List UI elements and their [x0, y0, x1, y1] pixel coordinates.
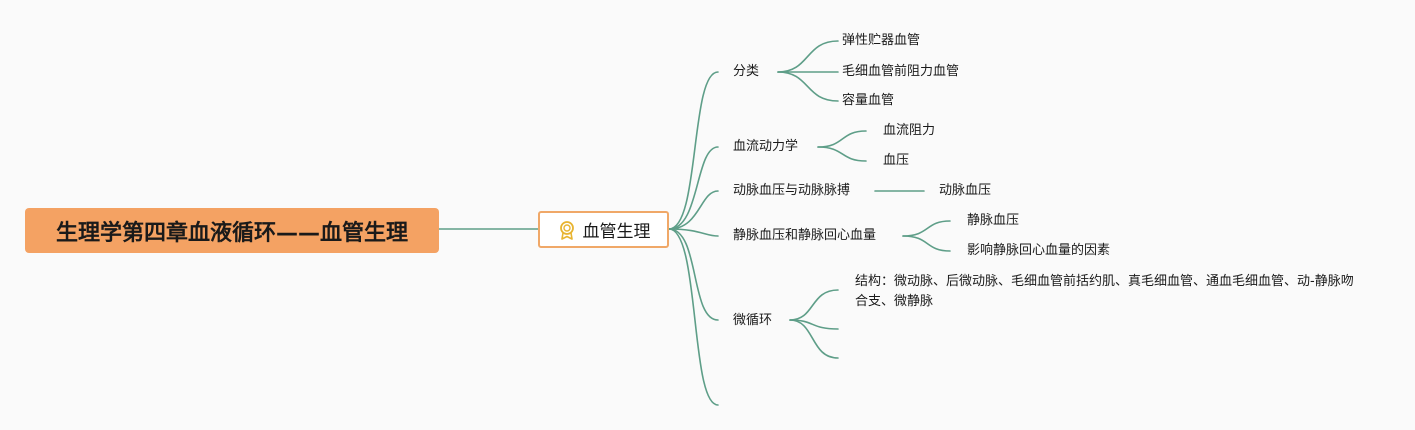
leaf-venous-return-factors[interactable]: 影响静脉回心血量的因素 [967, 243, 1111, 258]
branch-classification[interactable]: 分类 [733, 64, 760, 79]
leaf-blood-pressure[interactable]: 血压 [883, 153, 910, 168]
leaf-precapillary-resistance-vessel[interactable]: 毛细血管前阻力血管 [842, 64, 960, 79]
award-badge-icon [557, 220, 577, 240]
branch-hemodynamics[interactable]: 血流动力学 [733, 139, 799, 154]
branch-microcirculation[interactable]: 微循环 [733, 313, 773, 328]
main-topic-label: 血管生理 [582, 222, 651, 242]
leaf-arterial-pressure[interactable]: 动脉血压 [939, 183, 992, 198]
leaf-capacitance-vessel[interactable]: 容量血管 [842, 93, 895, 108]
leaf-microcirculation-structure[interactable]: 结构：微动脉、后微动脉、毛细血管前括约肌、真毛细血管、通血毛细血管、动-静脉吻合… [855, 274, 1354, 309]
root-topic[interactable]: 生理学第四章血液循环——血管生理 [25, 208, 439, 253]
leaf-elastic-vessel[interactable]: 弹性贮器血管 [842, 33, 921, 48]
leaf-venous-pressure[interactable]: 静脉血压 [967, 213, 1020, 228]
branch-arterial-pressure-pulse[interactable]: 动脉血压与动脉脉搏 [733, 183, 851, 198]
main-topic[interactable]: 血管生理 [538, 211, 669, 248]
leaf-blood-flow-resistance[interactable]: 血流阻力 [883, 123, 936, 138]
root-topic-title: 生理学第四章血液循环——血管生理 [55, 220, 408, 246]
branch-venous-pressure-return[interactable]: 静脉血压和静脉回心血量 [733, 228, 877, 243]
